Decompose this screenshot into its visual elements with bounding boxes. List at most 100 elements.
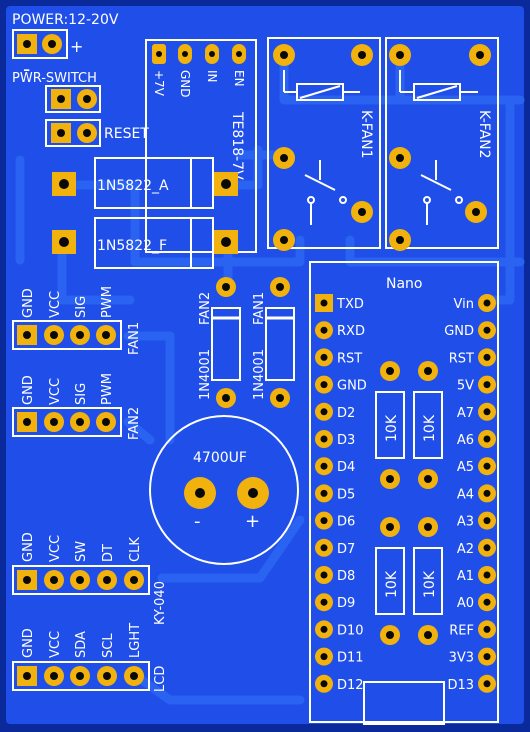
power-drill-plus (48, 40, 56, 48)
diode-1n5822f-band (190, 217, 214, 269)
reset-label: RESET (104, 126, 149, 142)
nano-drill (483, 435, 491, 443)
nano-drill (483, 353, 491, 361)
encoder-pin-label: VCC (48, 535, 63, 562)
resistor-value: 10K (384, 570, 400, 598)
nano-drill (320, 625, 328, 633)
relay-coil-symbol (283, 70, 360, 225)
nano-left-pin-label: D4 (337, 460, 355, 475)
nano-left-pin-label: D3 (337, 433, 355, 448)
power-connector-outline (12, 29, 68, 59)
resistor-r1: 10K (375, 361, 405, 489)
nano-drill (483, 680, 491, 688)
nano-right-pin-label: A4 (457, 487, 474, 502)
resistor-r2: 10K (413, 361, 443, 489)
nano-left-pin-label: D9 (337, 596, 355, 611)
nano-title: Nano (386, 276, 423, 292)
nano-outline (309, 261, 499, 723)
nano-right-pin-label: D13 (447, 678, 474, 693)
power-label: POWER:12-20V (12, 12, 119, 28)
nano-left-pin-label: D8 (337, 569, 355, 584)
resistor-value: 10K (422, 570, 438, 598)
encoder-label: KY-040 (153, 581, 168, 625)
nano-drill (483, 544, 491, 552)
lcd-pin-label: SDA (74, 631, 89, 658)
relay-k-fan2-outline (385, 37, 499, 249)
nano-drill (483, 653, 491, 661)
relay-k-fan2: K-FAN2 (385, 37, 499, 251)
nano-usb-outline (363, 681, 445, 725)
fan1-pin-label: GND (21, 288, 36, 318)
encoder-header-pads (17, 570, 144, 590)
regulator-pin-label: +7V (152, 70, 166, 97)
nano-left-pin-label: D6 (337, 515, 355, 530)
nano-drill (483, 625, 491, 633)
fan2-pin-label: GND (21, 375, 36, 405)
lcd-pin-label: VCC (48, 631, 63, 658)
nano-drill (483, 571, 491, 579)
nano-left-pin-label: D2 (337, 406, 355, 421)
lcd-header-outline (12, 661, 150, 691)
nano-drill (483, 326, 491, 334)
nano-left-pin-label: D7 (337, 542, 355, 557)
regulator-outline (145, 39, 257, 253)
nano-drill (320, 435, 328, 443)
nano-right-pin-label: Vin (454, 297, 474, 312)
nano-left-pin-label: D11 (337, 651, 364, 666)
nano-right-pin-label: A7 (457, 406, 474, 421)
power-plus-label: + (70, 37, 83, 56)
nano-drill (320, 680, 328, 688)
nano-drill (320, 517, 328, 525)
resistor-value: 10K (422, 414, 438, 442)
lcd-pin-label: SCL (101, 633, 116, 658)
regulator-label: TE818-7V (229, 111, 245, 180)
nano-right-pin-label: RST (449, 351, 474, 366)
fan2-pin-label: PWM (100, 373, 115, 405)
fan2-pin-label: SIG (74, 383, 89, 405)
relay-k-fan2-label: K-FAN2 (476, 110, 492, 159)
diode-1n4001-fan2-fan-label: FAN2 (198, 292, 213, 325)
resistor-r4: 10K (413, 517, 443, 645)
pwr-switch-label: PWR-SWITCH (12, 71, 97, 86)
regulator-pin-label: EN (232, 70, 246, 87)
nano-left-pin-label: GND (337, 379, 367, 394)
nano-left-pin-label: TXD (336, 297, 364, 312)
fan2-header-outline (12, 407, 122, 437)
diode-1n4001-fan1-fan-label: FAN1 (252, 292, 267, 325)
lcd-pin-label: LGHT (128, 623, 143, 658)
nano-drill (320, 489, 328, 497)
diode-1n4001-fan1-label: 1N4001 (252, 349, 267, 400)
relay-k-fan1: K-FAN1 (267, 37, 381, 251)
reset-outline (45, 119, 101, 147)
lcd-header-pads (17, 666, 144, 686)
reset-drill-2 (83, 129, 91, 137)
reset-drill-1 (57, 129, 65, 137)
nano-right-pin-label: A3 (457, 515, 474, 530)
nano-drill (320, 571, 328, 579)
nano-drill (320, 462, 328, 470)
nano-left-pin-label: D12 (337, 678, 364, 693)
nano-drill (483, 462, 491, 470)
fan2-label: FAN2 (127, 407, 142, 440)
nano-right-pin-label: A5 (457, 460, 474, 475)
nano-left-pin-label: D10 (337, 623, 364, 638)
pwr-switch-outline (45, 85, 101, 113)
diode-1n5822a-band (190, 157, 214, 209)
nano-right-pin-label: A2 (457, 542, 474, 557)
nano-drill (320, 326, 328, 334)
fan2-pin-label: VCC (48, 378, 63, 405)
regulator-pads (152, 44, 246, 64)
nano-right-pin-label: A1 (457, 569, 474, 584)
nano-drill (320, 353, 328, 361)
diode-1n5822f-label: 1N5822_F (97, 238, 167, 254)
diode-1n4001-fan1-outline (265, 307, 295, 381)
diode-1n5822a-label: 1N5822_A (97, 178, 169, 194)
power-minus-label: - (23, 57, 30, 81)
nano-left-pin-label: RXD (337, 324, 365, 339)
nano-right-pin-label: REF (449, 623, 474, 638)
fan1-pin-label: VCC (48, 291, 63, 318)
lcd-label: LCD (153, 666, 168, 692)
